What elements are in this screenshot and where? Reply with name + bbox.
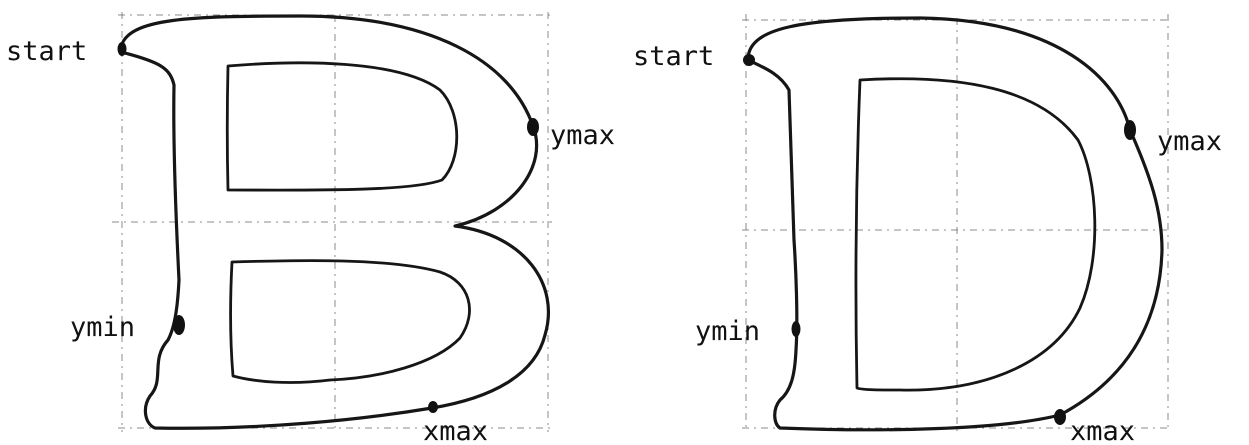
ymin-marker [791,321,801,337]
point-ymin-b: ymin [70,312,185,343]
letter-d-counter [854,77,1097,392]
xmax-label: xmax [1070,416,1135,445]
ymax-label: ymax [1157,126,1222,157]
ymin-label: ymin [695,316,760,347]
figure-b: start ymax ymin xmax [6,12,615,445]
xmax-label: xmax [423,416,488,445]
point-ymax-d: ymax [1124,120,1222,157]
letter-d-outline [746,16,1164,432]
ymax-marker [1124,120,1136,140]
letter-b-upper-counter [225,61,459,192]
guide-grid-d [742,14,1172,432]
point-xmax-d: xmax [1054,409,1135,445]
start-marker [117,42,127,56]
ymax-label: ymax [550,120,615,151]
start-label: start [6,36,87,67]
xmax-marker [1054,409,1066,425]
ymax-marker [527,118,539,136]
guide-grid-b [112,12,552,432]
point-start-b: start [6,36,127,67]
letter-b-lower-counter [229,259,471,384]
point-ymin-d: ymin [695,316,801,347]
point-ymax-b: ymax [527,118,615,151]
figure-d: start ymax ymin xmax [633,14,1222,445]
point-xmax-b: xmax [423,401,488,445]
point-start-d: start [633,41,755,72]
start-marker [743,54,755,66]
start-label: start [633,41,714,72]
ymin-label: ymin [70,312,135,343]
ymin-marker [173,315,185,335]
letter-b-outline [119,14,551,430]
xmax-marker [428,401,438,413]
